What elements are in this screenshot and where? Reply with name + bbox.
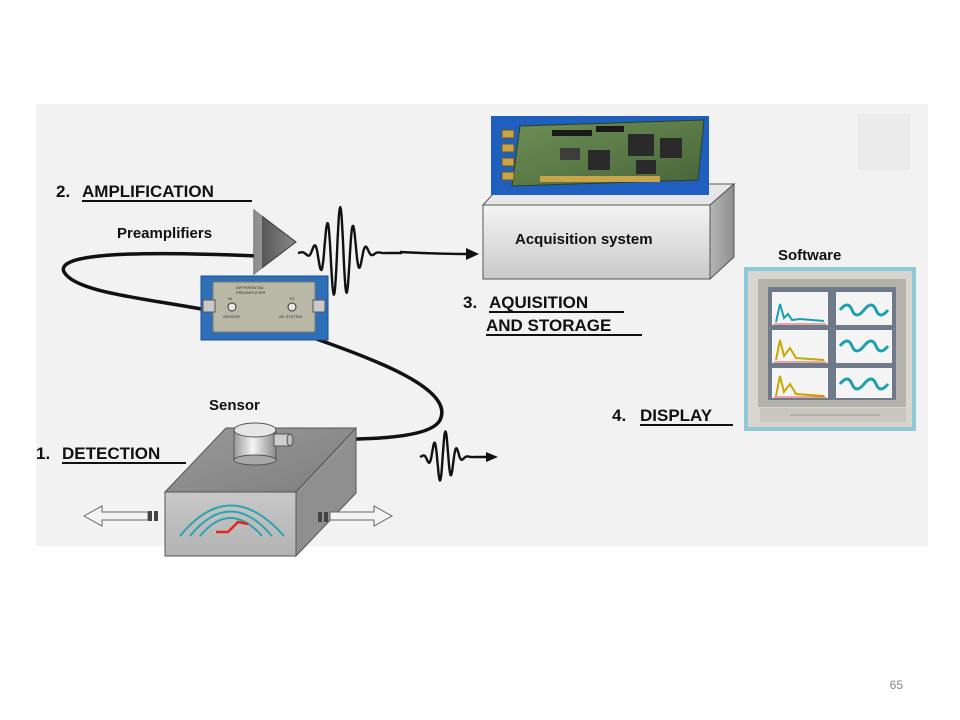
- step-label: DETECTION: [62, 444, 160, 463]
- arrow-head-icon: [466, 248, 479, 260]
- specimen-block: [163, 426, 357, 558]
- waveform-arrow-line: [399, 250, 467, 256]
- preamplifiers-label: Preamplifiers: [117, 225, 212, 242]
- slide-number: 65: [889, 678, 903, 692]
- step-detection: 1. DETECTION: [36, 444, 186, 464]
- crack-icon: [216, 520, 249, 534]
- step-acquisition: 3. AQUISITION AND STORAGE: [463, 293, 642, 336]
- corner-patch: [858, 114, 910, 170]
- display-monitor: [744, 267, 916, 431]
- step-label: AMPLIFICATION: [82, 182, 214, 201]
- acquisition-card: [491, 116, 709, 195]
- wave-fronts: [179, 504, 285, 537]
- amplified-waveform: [297, 205, 403, 296]
- step-label-line2: AND STORAGE: [486, 316, 611, 335]
- arrow-head-icon: [486, 452, 498, 462]
- detection-waveform: [419, 430, 489, 482]
- software-label: Software: [778, 247, 841, 264]
- preamp-ae-system: AE SYSTEM: [279, 314, 302, 319]
- right-stress-arrow-icon: [318, 505, 394, 527]
- preamplifier-unit: DIFFERENTIAL PREAMPLIFIER IN TO SENSOR A…: [200, 275, 329, 341]
- sensor-label: Sensor: [209, 397, 260, 414]
- step-number: 2.: [56, 182, 70, 201]
- step-number: 1.: [36, 444, 50, 463]
- preamp-line2: PREAMPLIFIER: [236, 290, 265, 295]
- step-number: 3.: [463, 293, 477, 312]
- sensor-icon: [233, 422, 294, 466]
- step-display: 4. DISPLAY: [612, 406, 733, 426]
- left-stress-arrow-icon: [82, 505, 158, 527]
- step-amplification: 2. AMPLIFICATION: [56, 182, 252, 202]
- preamp-line1: DIFFERENTIAL: [236, 285, 265, 290]
- step-number: 4.: [612, 406, 626, 425]
- preamp-to: TO: [289, 296, 294, 301]
- step-label-line1: AQUISITION: [489, 293, 588, 312]
- step-label: DISPLAY: [640, 406, 713, 425]
- preamplifier-triangle-icon: [253, 208, 297, 276]
- preamp-sensor: SENSOR: [223, 314, 240, 319]
- preamp-in: IN: [228, 296, 232, 301]
- monitor-screen: [772, 292, 892, 398]
- acquisition-system-label: Acquisition system: [515, 231, 653, 248]
- acquisition-system-box: Acquisition system: [481, 182, 736, 281]
